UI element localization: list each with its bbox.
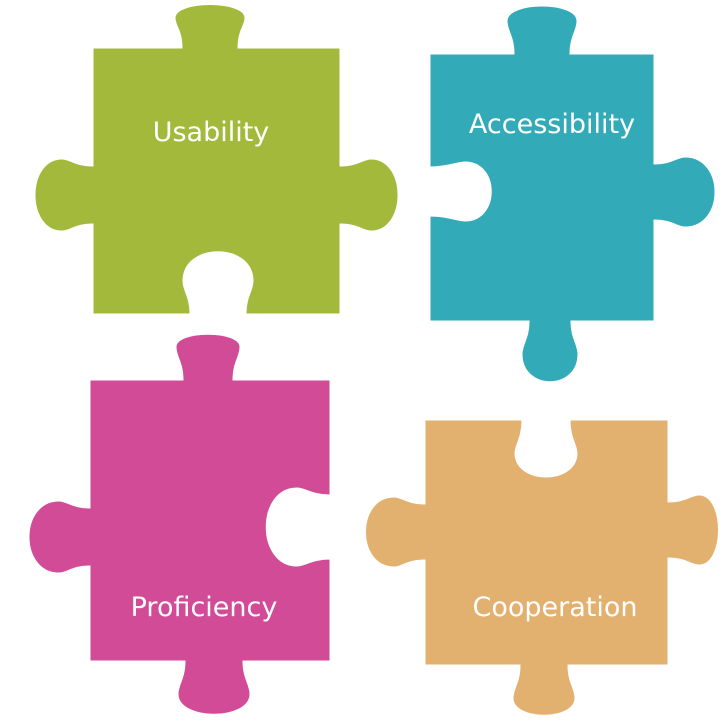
puzzle-piece-cooperation-shape <box>365 419 719 716</box>
puzzle-piece-cooperation: Cooperation <box>365 419 719 716</box>
puzzle-piece-usability-shape <box>34 4 399 315</box>
proficiency-label: Proficiency <box>131 592 278 623</box>
usability-label: Usability <box>153 117 270 148</box>
puzzle-piece-accessibility-shape <box>429 5 716 383</box>
accessibility-label: Accessibility <box>469 109 635 140</box>
puzzle-piece-accessibility: Accessibility <box>429 5 716 383</box>
puzzle-piece-usability: Usability <box>34 4 399 315</box>
puzzle-piece-proficiency-shape <box>28 333 331 715</box>
cooperation-label: Cooperation <box>472 592 637 623</box>
puzzle-piece-proficiency: Proficiency <box>28 333 331 715</box>
